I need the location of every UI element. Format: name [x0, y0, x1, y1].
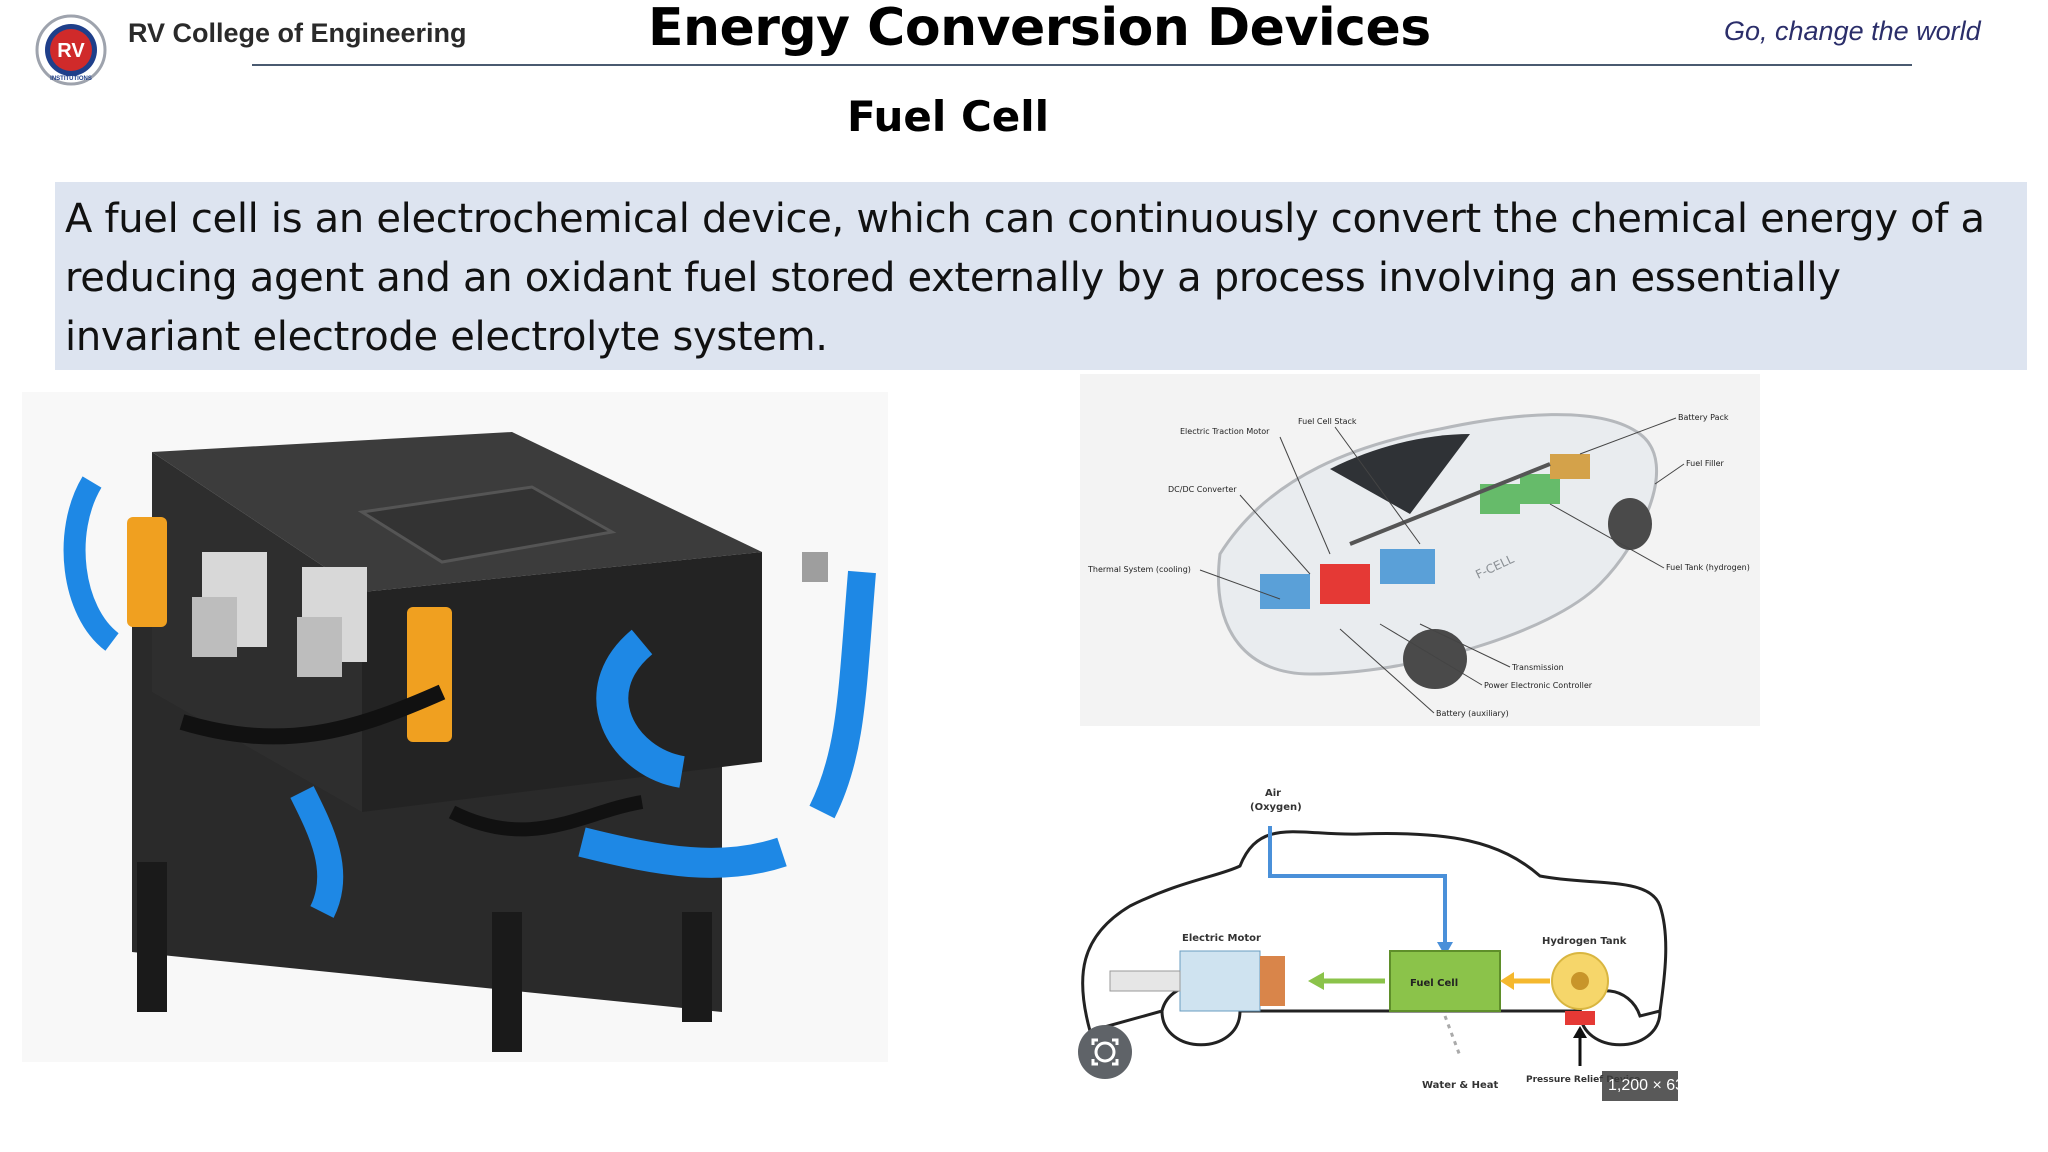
lens-icon [1091, 1038, 1119, 1066]
svg-text:Electric Motor: Electric Motor [1182, 933, 1261, 944]
svg-text:Battery Pack: Battery Pack [1678, 413, 1729, 422]
svg-text:INSTITUTIONS: INSTITUTIONS [50, 76, 92, 82]
svg-text:Pressure Relief Device: Pressure Relief Device [1526, 1075, 1640, 1085]
svg-text:Fuel Cell: Fuel Cell [1410, 978, 1458, 989]
svg-text:Fuel Filler: Fuel Filler [1686, 459, 1725, 468]
slide-title: Fuel Cell [846, 92, 1050, 141]
college-name: RV College of Engineering [128, 18, 467, 48]
image-size-badge: 1,200 × 630 [1602, 1071, 1678, 1101]
svg-text:Thermal System (cooling): Thermal System (cooling) [1087, 565, 1191, 574]
svg-text:RV: RV [57, 40, 85, 62]
svg-text:DC/DC Converter: DC/DC Converter [1168, 485, 1237, 494]
svg-text:Fuel Cell Stack: Fuel Cell Stack [1298, 417, 1357, 426]
svg-text:Air: Air [1265, 788, 1281, 799]
svg-text:Fuel Tank (hydrogen): Fuel Tank (hydrogen) [1666, 563, 1750, 572]
svg-text:Transmission: Transmission [1511, 663, 1564, 672]
svg-text:Battery (auxiliary): Battery (auxiliary) [1436, 709, 1509, 718]
definition-box: A fuel cell is an electrochemical device… [55, 182, 2027, 370]
svg-text:Water & Heat: Water & Heat [1422, 1080, 1498, 1091]
definition-text: A fuel cell is an electrochemical device… [65, 196, 1985, 360]
deck-title: Energy Conversion Devices [648, 0, 1431, 58]
header-divider [252, 64, 1912, 66]
image-search-lens-button[interactable] [1078, 1025, 1132, 1079]
fuel-cell-stack-photo [22, 392, 888, 1062]
college-logo: RV INSTITUTIONS [35, 14, 107, 86]
svg-text:Power Electronic Controller: Power Electronic Controller [1484, 681, 1593, 690]
fuel-cell-car-cutaway: F-CELL Electric Traction Motor Fuel Cell… [1080, 374, 1760, 726]
fuel-cell-car-schematic: Air (Oxygen) Electric Motor Fuel Cell Hy… [1070, 776, 1770, 1106]
svg-text:Electric Traction Motor: Electric Traction Motor [1180, 427, 1270, 436]
tagline: Go, change the world [1724, 16, 1981, 46]
svg-text:(Oxygen): (Oxygen) [1250, 802, 1302, 813]
svg-text:Hydrogen Tank: Hydrogen Tank [1542, 936, 1627, 947]
